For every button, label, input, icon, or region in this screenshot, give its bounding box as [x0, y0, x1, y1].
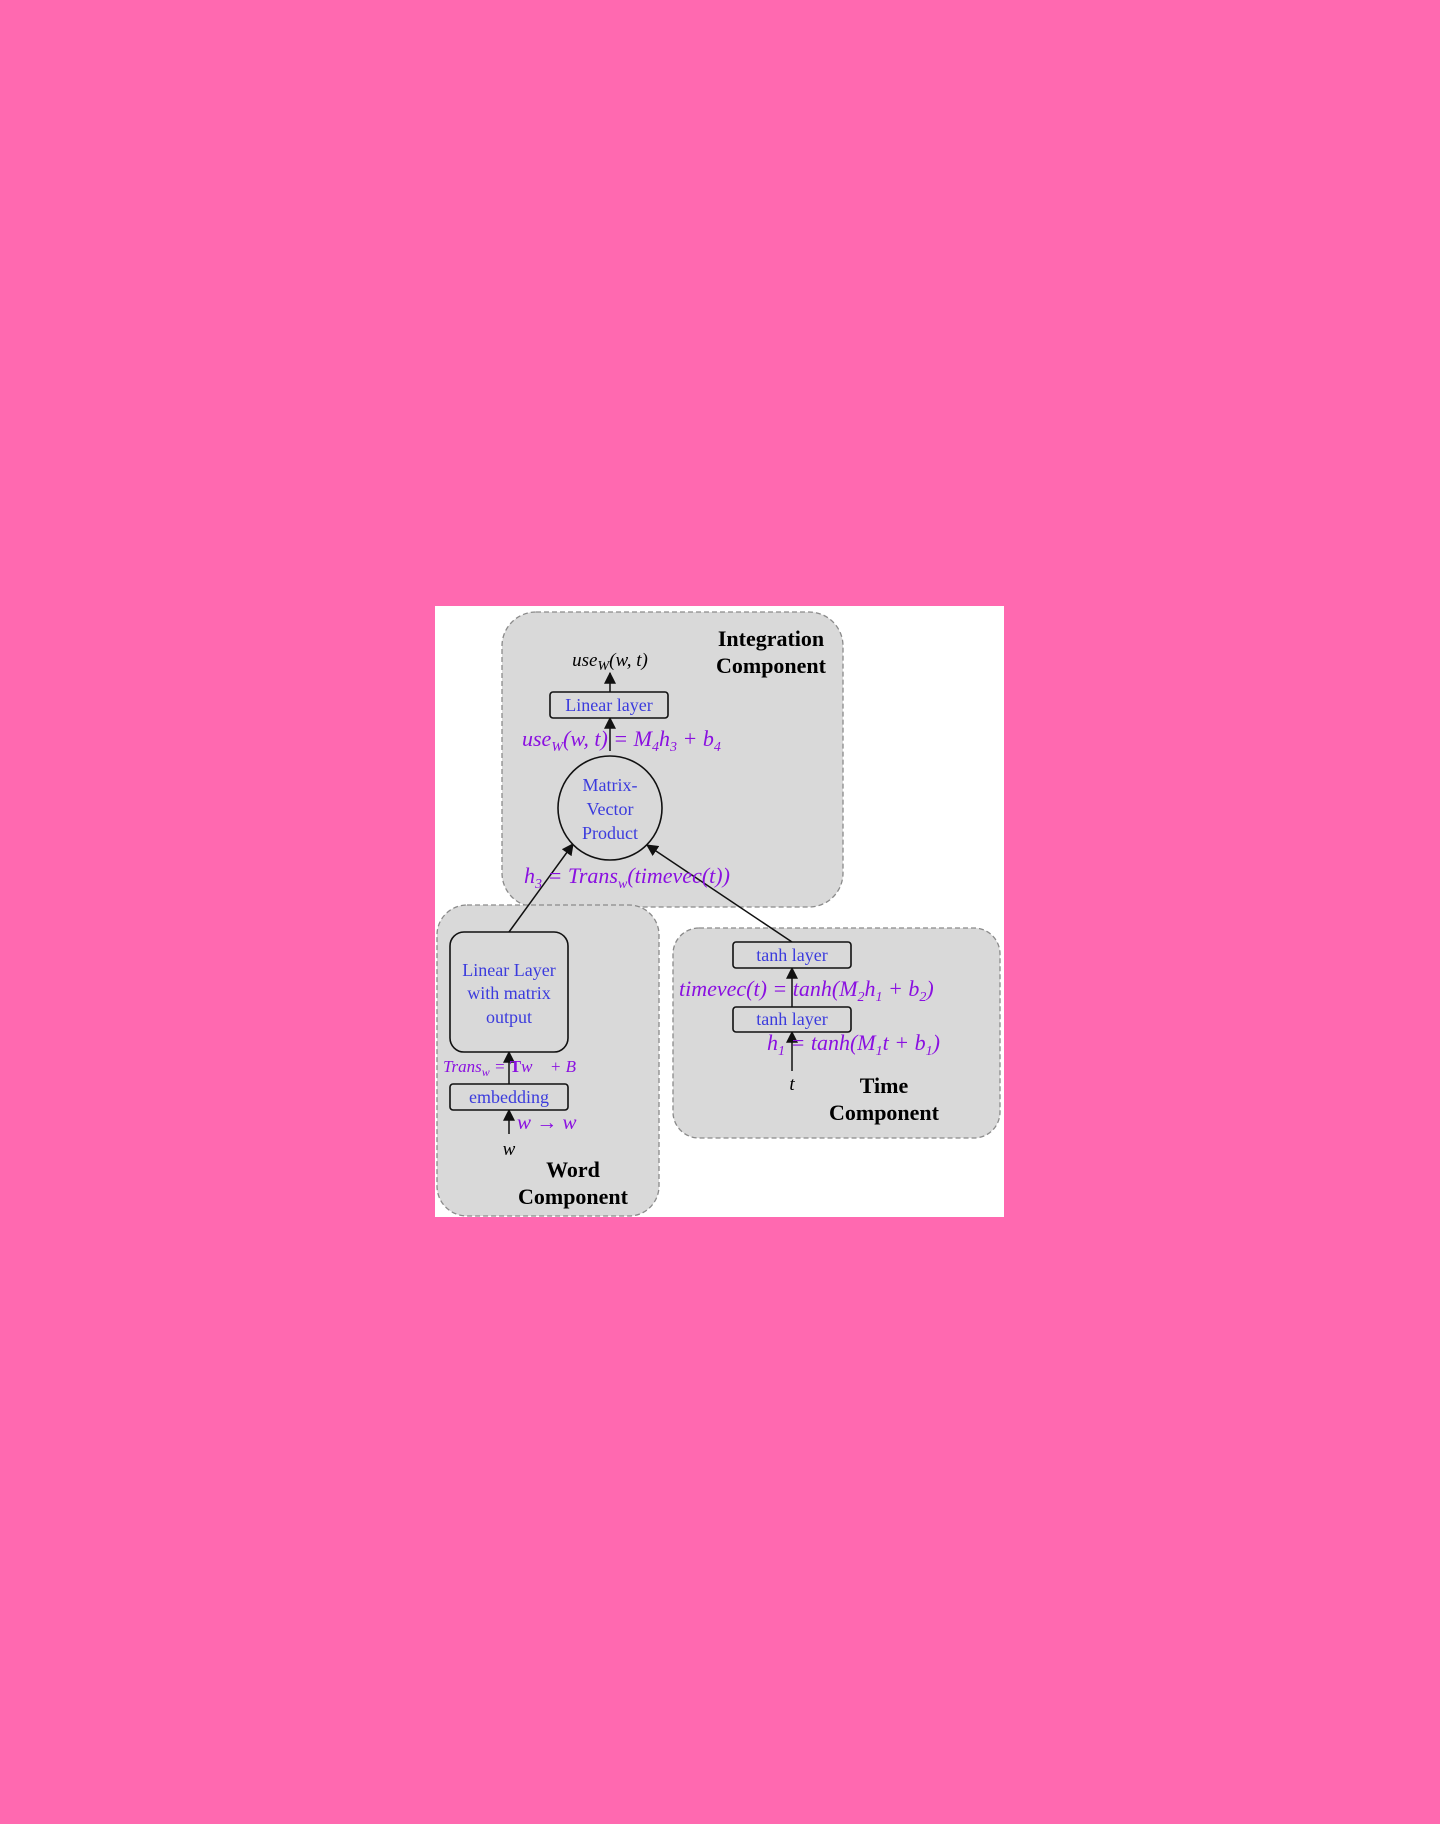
time-title-line2: Component — [829, 1100, 940, 1125]
time-title-line1: Time — [860, 1073, 909, 1098]
embedding-equation: w → w⃗ — [517, 1110, 593, 1134]
tanh-layer-bottom-label: tanh layer — [756, 1009, 827, 1029]
h1-equation: h1 = tanh(M1t + b1) — [767, 1030, 940, 1059]
arrow-time-to-product — [646, 844, 793, 943]
integration-title-line2: Component — [716, 653, 827, 678]
matrix-vector-product-node — [557, 755, 663, 861]
output-use-label: useW(w, t) — [572, 650, 648, 674]
tanh-layer-top-label: tanh layer — [756, 945, 827, 965]
trans-equation: Transw = Tw⃗ + B — [443, 1057, 577, 1079]
time-input-label: t — [789, 1074, 795, 1095]
word-title-line2: Component — [518, 1184, 629, 1209]
matrix-vector-label-line1: Matrix- — [583, 775, 638, 795]
output-linear-layer-node — [549, 691, 669, 719]
tanh-layer-bottom-node — [732, 1006, 852, 1033]
word-linear-label-line2: with matrix — [467, 983, 551, 1003]
output-linear-layer-label: Linear layer — [565, 695, 652, 715]
embedding-node — [449, 1083, 569, 1111]
model-architecture-figure: Integration Component Word Component Tim… — [435, 606, 1004, 1217]
use-equation: useW(w, t) = M4h3 + b4 — [522, 726, 721, 755]
h3-equation: h3 = Transw(timevec(t)) — [524, 863, 730, 892]
word-linear-label-line3: output — [486, 1007, 532, 1027]
tanh-layer-top-node — [732, 941, 852, 969]
timevec-equation: timevec(t) = tanh(M2h1 + b2) — [679, 976, 934, 1005]
integration-title-line1: Integration — [718, 626, 824, 651]
matrix-vector-label-line2: Vector — [587, 799, 634, 819]
word-title-line1: Word — [546, 1157, 600, 1182]
word-linear-label-line1: Linear Layer — [462, 960, 555, 980]
word-linear-layer-node — [449, 931, 569, 1053]
embedding-label: embedding — [469, 1087, 549, 1107]
time-component-panel — [672, 927, 1001, 1139]
arrow-word-to-product — [508, 843, 574, 933]
matrix-vector-label-line3: Product — [582, 823, 638, 843]
word-input-label: w — [503, 1139, 516, 1160]
